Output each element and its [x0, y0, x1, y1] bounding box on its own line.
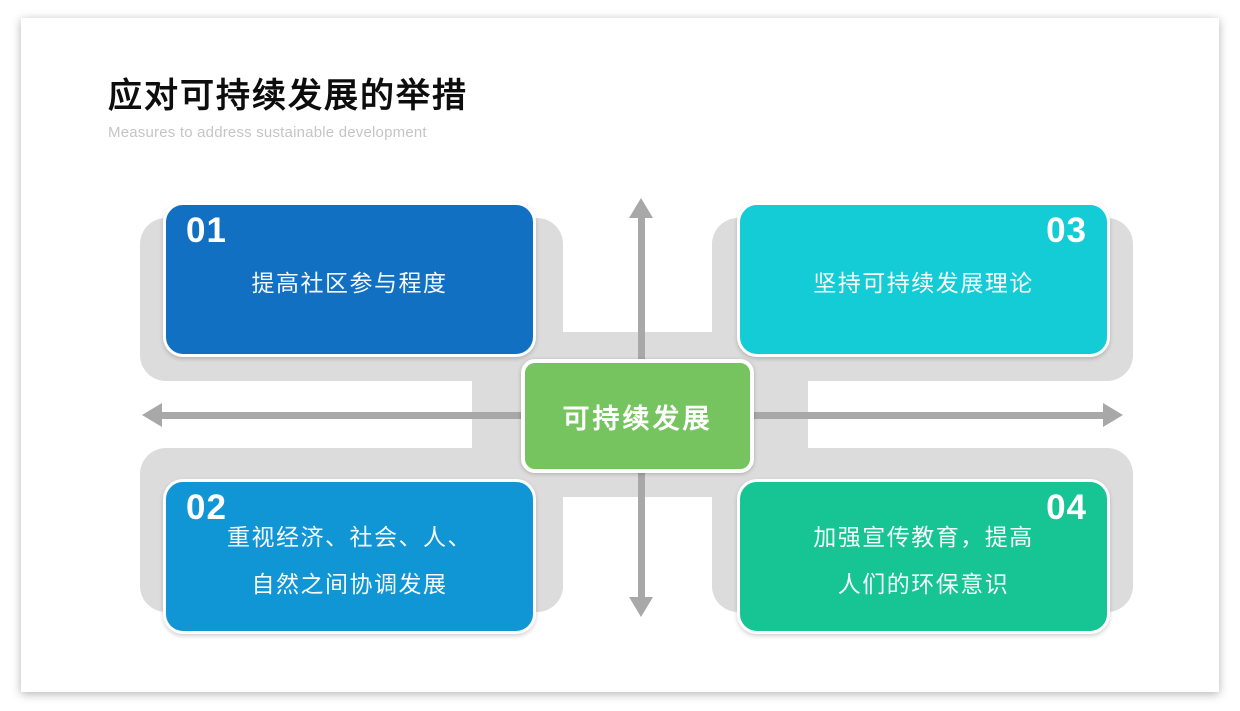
- card-text-line: 加强宣传教育，提高: [813, 523, 1034, 550]
- card-text-line: 重视经济、社会、人、: [227, 523, 472, 550]
- slide-subtitle: Measures to address sustainable developm…: [108, 124, 427, 141]
- card-number: 03: [1046, 211, 1087, 250]
- arrow-down-icon: [629, 597, 653, 617]
- measure-card-04: 04 加强宣传教育，提高 人们的环保意识: [737, 479, 1110, 634]
- card-text-line: 自然之间协调发展: [251, 570, 448, 597]
- card-number: 02: [186, 488, 227, 527]
- card-text: 重视经济、社会、人、 自然之间协调发展: [227, 506, 472, 608]
- card-number: 01: [186, 211, 227, 250]
- arrow-left-icon: [142, 403, 162, 427]
- card-text: 提高社区参与程度: [252, 252, 448, 307]
- measure-card-02: 02 重视经济、社会、人、 自然之间协调发展: [163, 479, 536, 634]
- sustainable-development-diagram: 01 提高社区参与程度 02 重视经济、社会、人、 自然之间协调发展 03 坚持…: [21, 18, 1219, 692]
- card-text-line: 人们的环保意识: [837, 570, 1010, 597]
- slide-title: 应对可持续发展的举措: [108, 77, 468, 115]
- center-hub-label: 可持续发展: [562, 403, 713, 434]
- measure-card-03: 03 坚持可持续发展理论: [737, 202, 1110, 357]
- slide: 应对可持续发展的举措 Measures to address sustainab…: [21, 18, 1219, 692]
- card-text-line: 提高社区参与程度: [251, 270, 448, 296]
- card-number: 04: [1046, 488, 1087, 527]
- card-text-line: 坚持可持续发展理论: [813, 270, 1034, 296]
- card-text: 坚持可持续发展理论: [813, 252, 1034, 307]
- arrow-up-icon: [629, 198, 653, 218]
- center-hub: 可持续发展: [521, 359, 754, 473]
- slide-header: 应对可持续发展的举措 Measures to address sustainab…: [108, 76, 468, 141]
- arrow-right-icon: [1103, 403, 1123, 427]
- measure-card-01: 01 提高社区参与程度: [163, 202, 536, 357]
- card-text: 加强宣传教育，提高 人们的环保意识: [813, 506, 1034, 608]
